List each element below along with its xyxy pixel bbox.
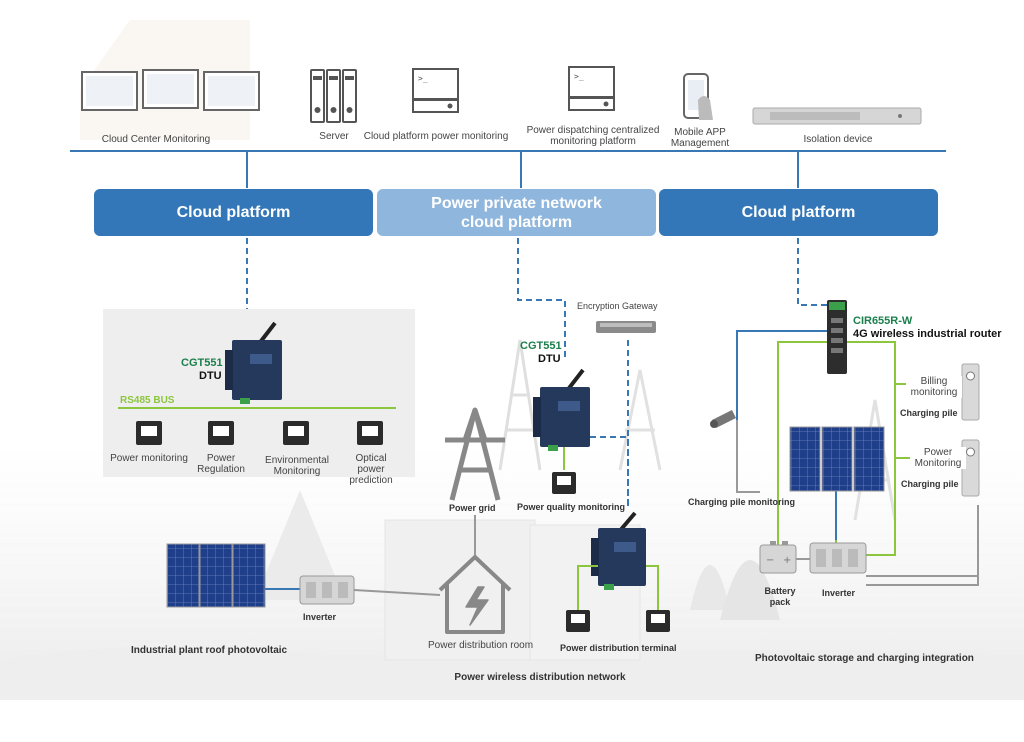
server-label: Server xyxy=(319,131,349,142)
meter-icon xyxy=(357,421,383,445)
rs485-bus-label: RS485 BUS xyxy=(120,395,175,406)
right-grey-links xyxy=(736,420,979,586)
charging-pile-label-2: Charging pile xyxy=(901,479,959,489)
cloud-power-label: Cloud platform power monitoring xyxy=(363,131,509,142)
router-blue-links xyxy=(736,330,837,540)
distribution-room-label: Power distribution room xyxy=(428,640,534,651)
camera-icon xyxy=(710,410,736,428)
dtu-icon xyxy=(225,321,282,404)
svg-text:>_: >_ xyxy=(574,72,584,81)
router-icon xyxy=(827,300,847,374)
computer-icon: >_ xyxy=(568,66,615,111)
dispatching-label: Power dispatching centralized monitoring… xyxy=(526,125,660,147)
meter-icon xyxy=(136,421,162,445)
svg-text:−: − xyxy=(766,555,774,566)
device-environmental-monitoring: Environmental Monitoring xyxy=(265,455,329,477)
cloud-platform-left: Cloud platform xyxy=(94,189,373,236)
dtu-icon xyxy=(533,368,590,451)
cloud-platform-right: Cloud platform xyxy=(659,189,938,236)
charging-pile-icon xyxy=(961,363,980,421)
roof-pv-label: Industrial plant roof photovoltaic xyxy=(131,645,288,656)
power-private-network-platform: Power private network cloud platform xyxy=(377,189,656,236)
billing-monitoring-label: Billing monitoring xyxy=(906,376,962,398)
device-optical-power-prediction: Optical power prediction xyxy=(349,453,393,486)
integration-label: Photovoltaic storage and charging integr… xyxy=(755,653,974,664)
smartphone-icon xyxy=(683,73,713,120)
middle-green-links xyxy=(563,447,659,610)
power-monitoring-label: Power Monitoring xyxy=(910,447,966,469)
meter-icon xyxy=(283,421,309,445)
device-power-monitoring: Power monitoring xyxy=(110,453,188,464)
wireless-network-label: Power wireless distribution network xyxy=(454,672,626,683)
meter-icon xyxy=(646,610,670,632)
dtu-model-middle: CGT551 xyxy=(520,340,562,352)
meter-icon xyxy=(566,610,590,632)
dtu-type-left: DTU xyxy=(199,370,222,382)
monitor-wall-icon xyxy=(81,69,260,111)
pile-monitoring-label: Charging pile monitoring xyxy=(688,497,795,507)
inverter-icon xyxy=(809,542,867,574)
encryption-gateway-label: Encryption Gateway xyxy=(577,301,658,311)
meter-icon xyxy=(552,472,576,494)
power-grid-label: Power grid xyxy=(449,503,496,513)
cloud-center-label: Cloud Center Monitoring xyxy=(101,134,211,145)
dashed-links xyxy=(246,238,827,508)
isolation-label: Isolation device xyxy=(803,134,873,145)
battery-pack-label: Battery pack xyxy=(764,586,796,607)
dtu-model-left: CGT551 xyxy=(181,357,223,369)
switch-icon xyxy=(596,321,656,333)
dtu-type-middle: DTU xyxy=(538,353,561,365)
computer-icon: >_ xyxy=(412,68,459,113)
distribution-terminal-label: Power distribution terminal xyxy=(560,643,677,653)
solar-panel-icon xyxy=(166,543,266,608)
mobile-app-label: Mobile APP Management xyxy=(670,127,730,149)
inverter-icon xyxy=(299,575,355,605)
left-inverter-label: Inverter xyxy=(303,612,337,622)
svg-text:+: + xyxy=(783,555,791,566)
solar-panel-icon xyxy=(789,426,885,492)
house-icon xyxy=(438,555,512,634)
router-type-label: 4G wireless industrial router xyxy=(853,328,1002,340)
server-icon xyxy=(310,69,357,123)
battery-icon: − + xyxy=(759,541,797,574)
inverter-to-house-link xyxy=(353,589,441,596)
dtu-icon xyxy=(591,511,646,590)
right-inverter-label: Inverter xyxy=(822,588,856,598)
charging-pile-label-1: Charging pile xyxy=(900,408,958,418)
pylon-icon xyxy=(445,407,505,501)
device-power-regulation: Power Regulation xyxy=(197,453,245,475)
meter-icon xyxy=(208,421,234,445)
svg-text:>_: >_ xyxy=(418,74,428,83)
power-quality-label: Power quality monitoring xyxy=(517,502,626,512)
switch-icon xyxy=(752,107,922,125)
router-model-label: CIR655R-W xyxy=(853,315,913,327)
